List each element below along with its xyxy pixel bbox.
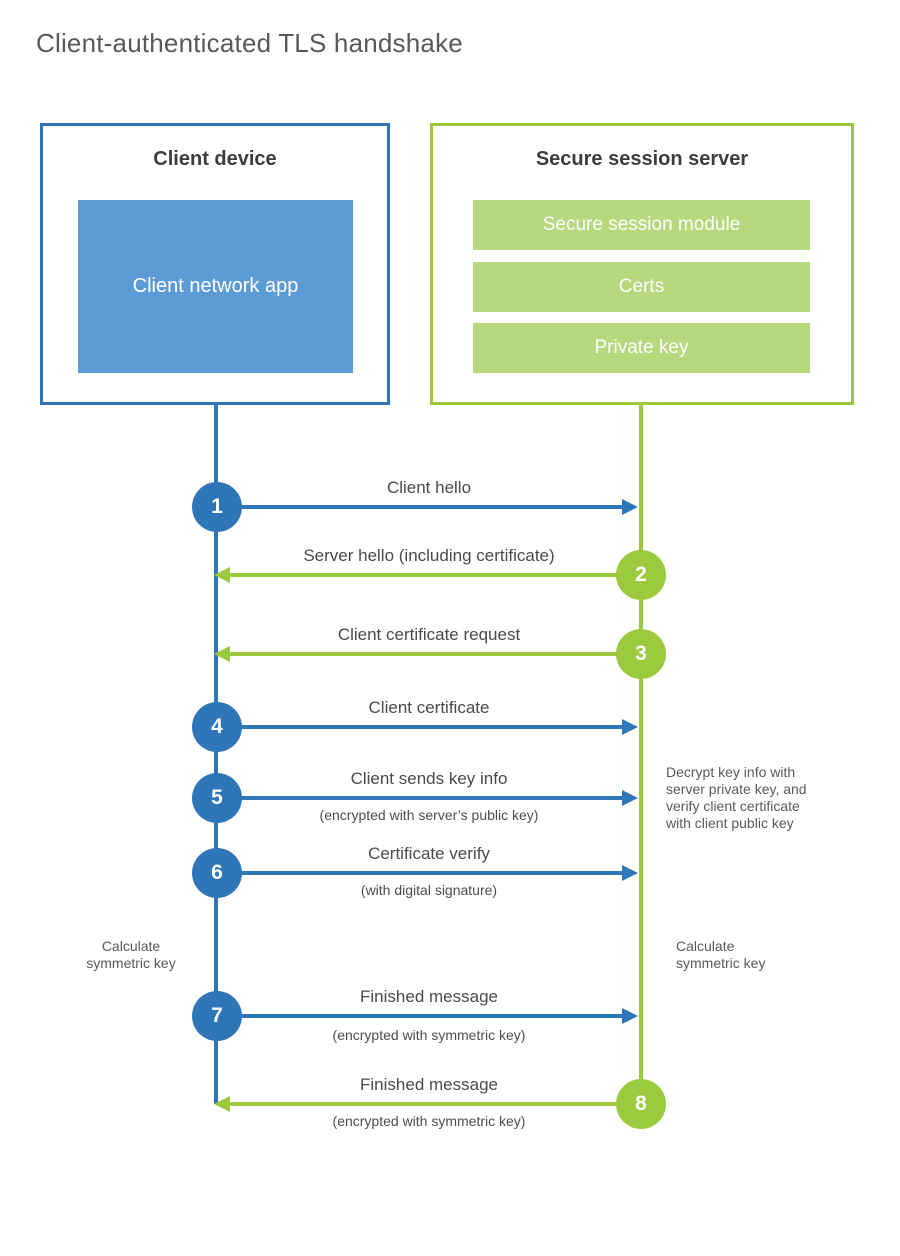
step-2-badge: 2: [616, 550, 666, 600]
page-title: Client-authenticated TLS handshake: [36, 28, 463, 58]
message-3-label: Client certificate request: [337, 625, 521, 644]
message-7-arrow: [228, 1014, 624, 1018]
message-7-sublabel: (encrypted with symmetric key): [332, 1027, 526, 1043]
message-1-label: Client hello: [386, 478, 472, 497]
message-8-arrowhead-icon: [214, 1096, 230, 1112]
message-5-sublabel: (encrypted with server’s public key): [319, 807, 539, 823]
message-7-label: Finished message: [360, 987, 498, 1006]
server-module-private-key: Private key: [473, 323, 810, 373]
step-8-badge: 8: [616, 1079, 666, 1129]
server-lifeline: [639, 404, 643, 1104]
message-4-label: Client certificate: [368, 698, 490, 717]
step-7-badge: 7: [192, 991, 242, 1041]
server-calculate-key-note: Calculate symmetric key: [676, 938, 766, 971]
message-4-arrowhead-icon: [622, 719, 638, 735]
client-lifeline: [214, 404, 218, 1104]
message-2-arrowhead-icon: [214, 567, 230, 583]
message-4-arrow: [228, 725, 624, 729]
server-title: Secure session server: [535, 148, 749, 170]
server-module-certs: Certs: [473, 262, 810, 312]
step-4-badge: 4: [192, 702, 242, 752]
step-3-badge: 3: [616, 629, 666, 679]
client-calculate-key-note: Calculate symmetric key: [86, 938, 176, 971]
message-2-arrow: [228, 573, 624, 577]
message-6-arrow: [228, 871, 624, 875]
client-device-box: Client device Client network app: [40, 123, 390, 405]
client-network-app-box: Client network app: [78, 200, 353, 373]
message-6-label: Certificate verify: [368, 844, 490, 863]
step-6-badge: 6: [192, 848, 242, 898]
client-device-title: Client device: [153, 148, 277, 170]
message-6-arrowhead-icon: [622, 865, 638, 881]
message-1-arrowhead-icon: [622, 499, 638, 515]
server-decrypt-note: Decrypt key info with server private key…: [666, 764, 807, 831]
message-8-sublabel: (encrypted with symmetric key): [332, 1113, 526, 1129]
message-5-label: Client sends key info: [350, 769, 508, 788]
server-box: Secure session server Secure session mod…: [430, 123, 854, 405]
message-6-sublabel: (with digital signature): [360, 882, 498, 898]
message-5-arrowhead-icon: [622, 790, 638, 806]
message-3-arrow: [228, 652, 624, 656]
message-5-arrow: [228, 796, 624, 800]
message-3-arrowhead-icon: [214, 646, 230, 662]
message-2-label: Server hello (including certificate): [303, 546, 555, 565]
message-7-arrowhead-icon: [622, 1008, 638, 1024]
message-1-arrow: [228, 505, 624, 509]
server-module-secure-session: Secure session module: [473, 200, 810, 250]
step-1-badge: 1: [192, 482, 242, 532]
message-8-arrow: [228, 1102, 624, 1106]
message-8-label: Finished message: [360, 1075, 498, 1094]
step-5-badge: 5: [192, 773, 242, 823]
